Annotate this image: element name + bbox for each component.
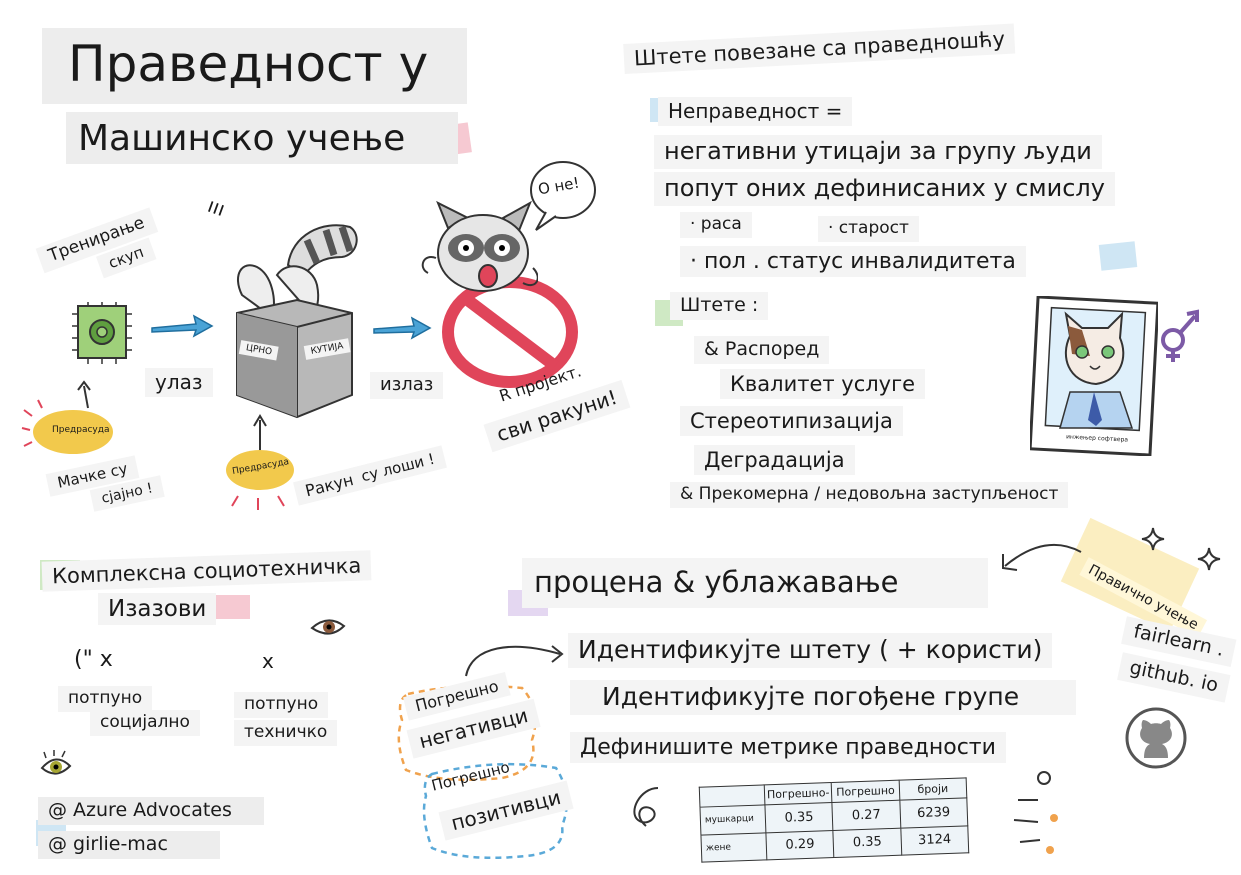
raccoon-scared-icon (421, 200, 538, 292)
step-define-metrics: Дефинишите метрике праведности (570, 732, 1006, 764)
chip-gear-icon (72, 302, 132, 364)
github-octocat-icon (1125, 707, 1187, 769)
fully-social-1: потпуно (58, 686, 153, 712)
curved-arrow-icon (465, 645, 564, 677)
curly-doodle-icon (633, 787, 659, 827)
table-cell: 0.27 (832, 800, 901, 831)
table-cell: 6239 (899, 797, 968, 828)
curved-arrow-icon (1002, 544, 1082, 571)
step-identify-groups: Идентификујте погођене групе (570, 680, 1076, 715)
eye-icon (310, 619, 346, 635)
harm-item-stereotyping: Стереотипизација (680, 406, 903, 437)
fully-technical-2: техничко (234, 720, 338, 746)
harm-item-allocation: & Распоред (694, 336, 830, 364)
table-cell: жене (700, 832, 767, 863)
fully-technical-1: потпуно (234, 692, 329, 718)
unfairness-definition-2: попут оних дефинисаних у смислу (654, 172, 1115, 206)
title-line-2: Машинско учење (66, 112, 458, 164)
bias-label-1: Предрасуда (52, 425, 110, 435)
table-cell: 0.35 (833, 827, 902, 858)
input-label: улаз (145, 368, 213, 397)
false-negatives-outline (397, 684, 537, 782)
harms-label: Штете : (670, 292, 769, 320)
table-header-cell: Погрешно (831, 780, 900, 803)
unfairness-label: Неправедност = (658, 97, 853, 126)
sparkle-icon (1197, 547, 1221, 571)
table-cell: 3124 (900, 825, 969, 856)
sociotech-title-2: Изазови (98, 593, 217, 626)
raccoon-in-box-icon (236, 224, 358, 419)
output-label: излаз (370, 372, 444, 399)
credit-girlie-mac: @ girlie-mac (38, 831, 220, 859)
harm-item-denigration: Деградација (694, 445, 855, 476)
arrow-right-icon (151, 314, 214, 338)
assessment-header: процена & ублажавање (522, 558, 988, 608)
attribute-race: · раса (680, 212, 752, 238)
harm-item-quality-of-service: Квалитет услуге (720, 369, 926, 400)
bias2-text-2: су лоши ! (349, 445, 447, 491)
attribute-age: · старост (818, 216, 919, 242)
sociotech-right-mark: x (262, 649, 274, 673)
table-header-cell: броји (898, 777, 967, 801)
table-header-cell (699, 784, 765, 808)
step-identify-harms: Идентификујте штету ( + користи) (568, 633, 1053, 668)
harms-section-header: Штете повезане са праведношћу (623, 23, 1016, 75)
sociotech-left-mark: (" x (74, 647, 113, 672)
scribble-marks-icon (1013, 771, 1058, 854)
cat-portrait-icon (1030, 296, 1158, 456)
false-positives-outline (422, 762, 569, 860)
title-line-1: Праведност у (42, 28, 467, 104)
unfairness-definition-1: негативни утицаји за групу људи (654, 135, 1102, 169)
metrics-table: Погрешно- Погрешно броји мушкарци 0.35 0… (698, 777, 970, 863)
arrow-right-icon (373, 316, 432, 340)
table-cell: 0.35 (764, 802, 834, 833)
harm-item-representation: & Прекомерна / недовољна заступљеност (670, 482, 1069, 508)
attribute-gender-disability: · пол . статус инвалидитета (680, 246, 1026, 278)
bias-blob-icon (21, 380, 113, 454)
sociotech-title-1: Комплексна социотехничка (41, 550, 372, 592)
credit-azure-advocates: @ Azure Advocates (38, 797, 264, 825)
gender-symbol-icon (1161, 309, 1199, 362)
table-header-cell: Погрешно- (764, 782, 833, 805)
bias-blob-icon (226, 414, 294, 510)
eye-icon (40, 750, 72, 775)
speech-bubble-icon (530, 161, 596, 231)
table-cell: 0.29 (765, 830, 835, 860)
fully-social-2: социјално (90, 710, 200, 736)
table-cell: мушкарци (699, 804, 766, 835)
sparkle-icon (1141, 527, 1165, 551)
